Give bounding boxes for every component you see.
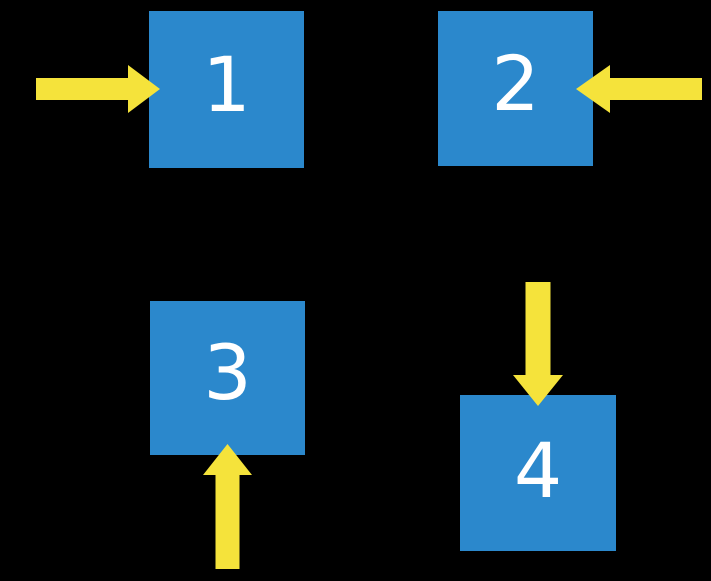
square-4: 4 xyxy=(460,395,616,551)
arrow-right-icon xyxy=(36,65,160,113)
square-4-label: 4 xyxy=(513,426,563,515)
square-3-label: 3 xyxy=(203,328,252,417)
square-2-label: 2 xyxy=(491,38,540,128)
square-1-label: 1 xyxy=(202,39,251,129)
square-1: 1 xyxy=(149,11,304,168)
arrow-left-icon xyxy=(576,65,702,113)
arrow-up-icon xyxy=(203,444,252,569)
arrow-down-icon xyxy=(513,282,563,406)
square-3: 3 xyxy=(150,301,305,455)
square-2: 2 xyxy=(438,11,593,166)
